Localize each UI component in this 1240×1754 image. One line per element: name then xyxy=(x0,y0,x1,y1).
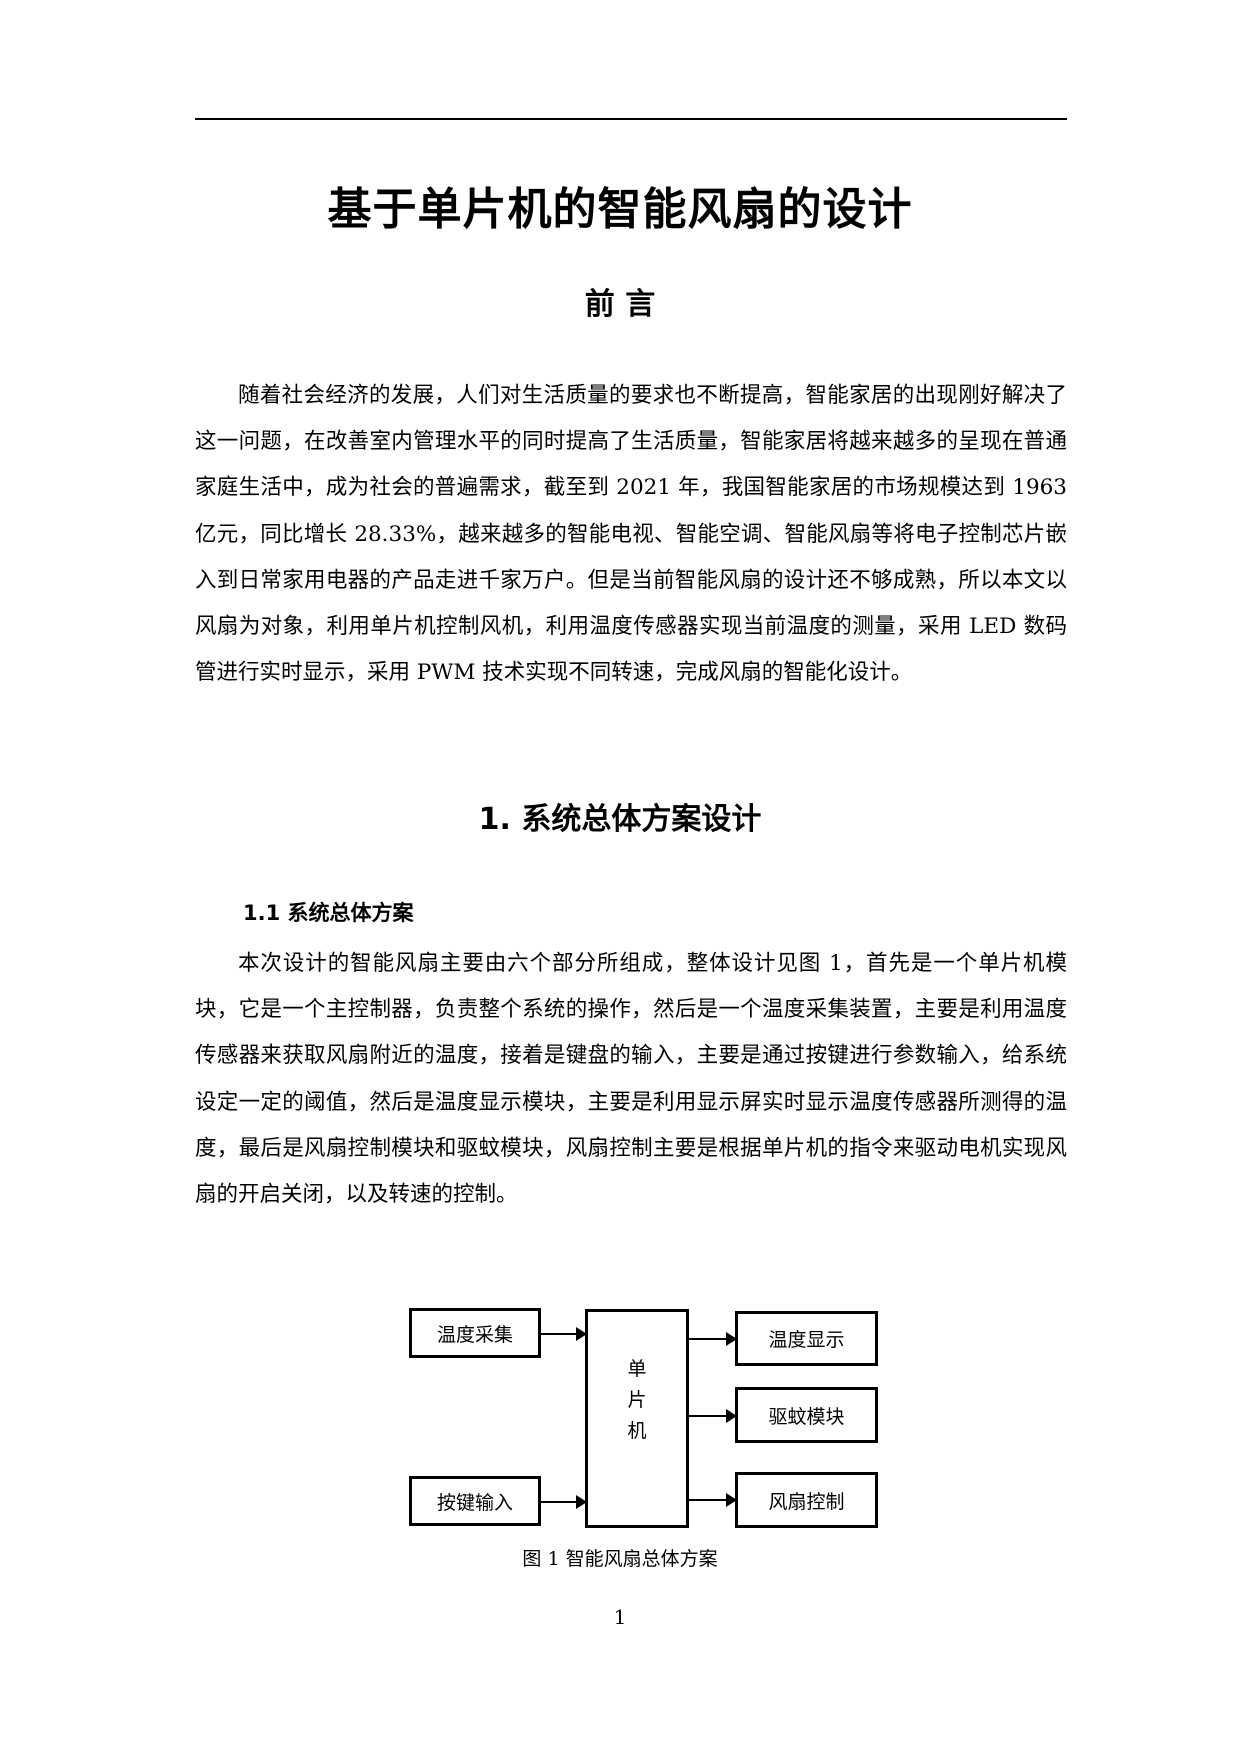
block-label: 按键输入 xyxy=(436,1491,513,1514)
block-label: 风扇控制 xyxy=(768,1490,845,1513)
arrow-temp-to-mcu xyxy=(541,1327,587,1341)
mcu-char: 片 xyxy=(627,1389,647,1411)
mcu-char: 机 xyxy=(627,1420,647,1442)
preface-paragraph: 随着社会经济的发展，人们对生活质量的要求也不断提高，智能家居的出现刚好解决了这一… xyxy=(195,383,1067,686)
block-label: 驱蚊模块 xyxy=(768,1405,845,1428)
header-rule xyxy=(195,118,1067,120)
arrow-mcu-to-fan xyxy=(689,1493,737,1507)
block-label: 温度显示 xyxy=(768,1329,845,1351)
arrow-mcu-to-display xyxy=(689,1332,737,1346)
block-temperature-display: 温度显示 xyxy=(735,1311,878,1366)
arrow-mcu-to-repellent xyxy=(689,1409,737,1423)
arrow-key-to-mcu xyxy=(541,1495,587,1509)
block-mosquito-repellent: 驱蚊模块 xyxy=(735,1387,878,1443)
block-fan-control: 风扇控制 xyxy=(735,1472,878,1528)
block-label: 温度采集 xyxy=(436,1323,513,1346)
section-1-1-heading: 1.1 系统总体方案 xyxy=(243,901,414,925)
block-key-input: 按键输入 xyxy=(409,1476,541,1526)
block-temperature-acquisition: 温度采集 xyxy=(409,1308,541,1358)
document-title: 基于单片机的智能风扇的设计 xyxy=(327,184,913,235)
page-number: 1 xyxy=(613,1605,627,1629)
section-1-1-paragraph: 本次设计的智能风扇主要由六个部分所组成，整体设计见图 1，首先是一个单片机模块，… xyxy=(195,951,1067,1208)
preface-heading: 前 言 xyxy=(584,287,656,322)
figure-caption: 图 1 智能风扇总体方案 xyxy=(522,1548,718,1570)
section-1-heading: 1. 系统总体方案设计 xyxy=(478,802,762,837)
block-microcontroller: 单 片 机 xyxy=(585,1309,689,1528)
mcu-char: 单 xyxy=(627,1358,647,1380)
